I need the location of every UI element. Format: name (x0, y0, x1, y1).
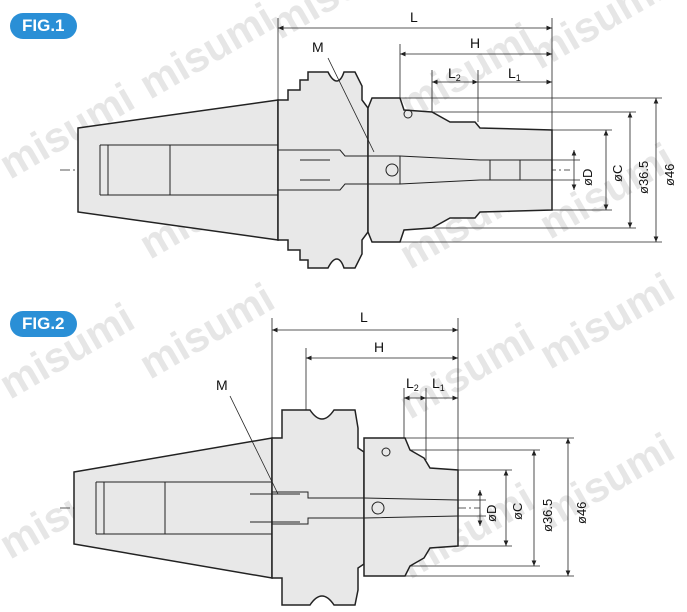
label-L2: L2 (448, 65, 461, 83)
pin-mark (385, 163, 399, 177)
figure-2-drawing: L H L2 L1 M øD øC ø36.5 ø46 (60, 309, 589, 606)
leader-M (229, 395, 279, 495)
label-36-5: ø36.5 (636, 161, 651, 194)
spline (250, 493, 300, 523)
spline (300, 159, 330, 181)
pin-mark (371, 501, 385, 515)
label-H: H (470, 35, 480, 51)
label-M: M (216, 377, 228, 393)
label-D: øD (484, 505, 499, 522)
label-46: ø46 (574, 502, 589, 524)
label-36-5: ø36.5 (540, 499, 555, 532)
set-screw-mark (381, 447, 391, 457)
figure-1-drawing: L H L2 L1 M øD øC ø36.5 ø46 (60, 9, 677, 269)
label-46: ø46 (662, 164, 677, 186)
watermark-text: misumi (531, 134, 682, 248)
internal-bore (95, 481, 272, 535)
label-C: øC (510, 503, 525, 520)
label-M: M (312, 39, 324, 55)
flange (277, 71, 369, 269)
label-L: L (410, 9, 418, 25)
watermark-text: misumi (131, 274, 282, 388)
watermark-text: misumi (391, 314, 542, 428)
internal-bore (99, 144, 278, 196)
label-L: L (360, 309, 368, 325)
internal-bore (363, 497, 459, 519)
internal-bore (278, 149, 401, 191)
label-H: H (374, 339, 384, 355)
leader-M (327, 57, 375, 153)
label-L1: L1 (508, 65, 521, 83)
watermark-text: misumi (531, 264, 682, 378)
internal-bore (399, 155, 552, 185)
figure-1-badge: FIG.1 (10, 13, 77, 39)
set-screw-mark (403, 109, 413, 119)
flange (271, 409, 365, 606)
label-D: øD (580, 169, 595, 186)
watermark-text: misumi (131, 0, 282, 108)
label-L1: L1 (432, 375, 445, 393)
internal-bore (272, 491, 364, 525)
label-C: øC (610, 165, 625, 182)
collet-body (363, 437, 459, 577)
watermark-text: misumi (261, 0, 412, 48)
internal-bore (489, 160, 521, 180)
label-L2: L2 (406, 375, 419, 393)
figure-2-badge: FIG.2 (10, 311, 77, 337)
watermark-text: misumi (521, 0, 672, 78)
